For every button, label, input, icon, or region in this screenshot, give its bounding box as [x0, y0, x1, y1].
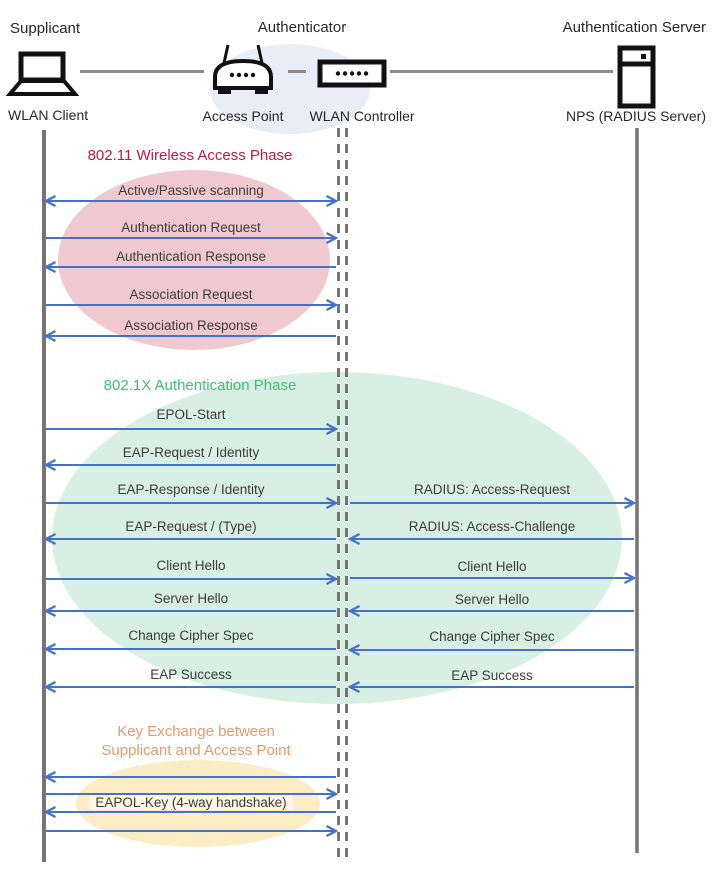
role-label-authenticator: Authenticator — [257, 19, 347, 36]
server-icon — [617, 45, 656, 109]
role-label-supplicant: Supplicant — [10, 20, 81, 37]
access-point-icon — [213, 44, 273, 94]
message-label: Client Hello — [156, 558, 226, 573]
message-label: EAP Success — [150, 667, 232, 682]
message-label: EAPOL-Key (4-way handshake) — [46, 794, 336, 812]
phase3-title-line2: Supplicant and Access Point — [101, 742, 291, 759]
message-label: Association Request — [129, 287, 253, 302]
message-label: Change Cipher Spec — [429, 629, 555, 644]
message-label: EAP-Request / Identity — [122, 445, 260, 460]
message-label: Authentication Response — [115, 249, 267, 264]
message-label: Server Hello — [454, 592, 530, 607]
message-label: Association Response — [124, 318, 258, 333]
message-label: EPOL-Start — [156, 407, 226, 422]
phase3-title-line1: Key Exchange between — [117, 723, 275, 740]
message-label: Authentication Request — [121, 220, 261, 235]
message-label: RADIUS: Access-Challenge — [408, 519, 576, 534]
connector-line — [288, 70, 306, 73]
device-label-wlan-controller: WLAN Controller — [309, 108, 415, 124]
connector-line — [390, 70, 613, 73]
message-label: RADIUS: Access-Request — [413, 482, 571, 497]
phase2-title: 802.1X Authentication Phase — [103, 377, 297, 394]
message-label: EAP Success — [451, 668, 533, 683]
phase1-title: 802.11 Wireless Access Phase — [87, 147, 293, 164]
message-label: Change Cipher Spec — [128, 628, 254, 643]
laptop-icon — [6, 51, 80, 96]
phase3-title: Key Exchange between Supplicant and Acce… — [46, 722, 346, 760]
role-label-authentication-server: Authentication Server — [562, 19, 706, 36]
connector-line — [80, 70, 204, 73]
message-label: EAP-Response / Identity — [117, 482, 265, 497]
wlan-controller-icon — [317, 59, 387, 88]
device-label-access-point: Access Point — [202, 108, 284, 124]
message-label: EAP-Request / (Type) — [125, 519, 257, 534]
message-label: Server Hello — [153, 591, 229, 606]
message-label: Active/Passive scanning — [118, 183, 264, 198]
device-label-wlan-client: WLAN Client — [8, 107, 89, 123]
device-label-nps-radius-server: NPS (RADIUS Server) — [565, 108, 706, 124]
message-label: Client Hello — [457, 559, 527, 574]
